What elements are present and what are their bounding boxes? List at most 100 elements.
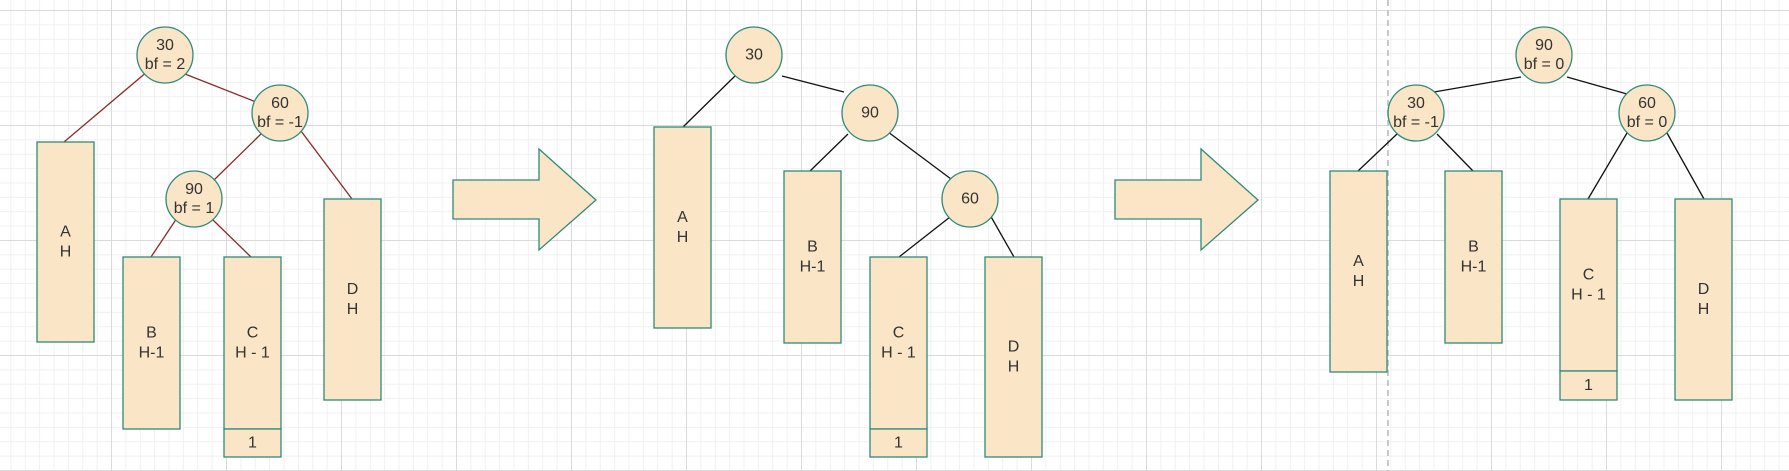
- edge: [808, 133, 849, 173]
- label-line: H-1: [800, 259, 826, 276]
- edge: [1587, 132, 1628, 200]
- edge: [1666, 132, 1705, 200]
- subtree-a: AH: [36, 141, 95, 343]
- edge: [887, 131, 952, 180]
- label-line: 60: [961, 191, 979, 208]
- label-line: 90: [1535, 37, 1553, 54]
- subtree-a: AH: [1329, 170, 1388, 373]
- label-line: B: [146, 325, 157, 342]
- extra-level-label: 1: [1584, 377, 1593, 394]
- subtree-c-extra: 1: [1559, 370, 1618, 401]
- subtree-rect: [223, 256, 282, 430]
- label-line: H - 1: [1571, 287, 1606, 304]
- edge: [212, 219, 252, 258]
- label-line: H: [1698, 301, 1710, 318]
- subtree-rect: [323, 198, 382, 401]
- edge: [1433, 76, 1522, 93]
- label-line: bf = -1: [1393, 114, 1439, 131]
- label-line: bf = -1: [257, 114, 303, 131]
- node-90: 90: [841, 84, 899, 142]
- label-line: bf = 0: [1627, 114, 1668, 131]
- label-line: H: [1008, 359, 1020, 376]
- extra-level-label: 1: [894, 435, 903, 452]
- node-30: 30 bf = -1: [1387, 84, 1445, 142]
- subtree-rect: [984, 256, 1043, 458]
- subtree-c-extra: 1: [869, 428, 928, 458]
- subtree-rect: [869, 256, 928, 430]
- label-line: A: [677, 209, 688, 226]
- label-line: B: [807, 239, 818, 256]
- subtree-rect: [783, 170, 842, 344]
- subtree-c-extra: 1: [223, 428, 282, 458]
- node-30: 30: [725, 26, 783, 84]
- label-line: 90: [861, 105, 879, 122]
- label-line: H - 1: [881, 345, 916, 362]
- node-circle: [725, 26, 783, 84]
- subtree-d: DH: [323, 198, 382, 401]
- label-line: H: [347, 301, 359, 318]
- extra-level-label: 1: [248, 435, 257, 452]
- edge: [989, 214, 1015, 258]
- label-line: C: [247, 325, 259, 342]
- subtree-rect: [1674, 198, 1733, 401]
- subtree-rect: [36, 141, 95, 343]
- label-line: D: [1008, 339, 1020, 356]
- node-circle: [1387, 84, 1445, 142]
- label-line: H: [677, 229, 689, 246]
- right-arrow-icon: [452, 147, 597, 252]
- edge: [682, 74, 737, 128]
- edge: [1357, 133, 1398, 172]
- node-60: 60 bf = 0: [1618, 84, 1676, 142]
- label-line: 90: [185, 181, 203, 198]
- edge: [1566, 76, 1628, 95]
- edge: [781, 75, 845, 93]
- label-line: 30: [156, 37, 174, 54]
- subtree-d: DH: [1674, 198, 1733, 401]
- label-line: 30: [745, 47, 763, 64]
- edge: [184, 73, 257, 103]
- label-line: bf = 0: [1524, 56, 1565, 73]
- label-line: H-1: [1461, 259, 1487, 276]
- label-line: A: [60, 224, 71, 241]
- label-line: A: [1353, 253, 1364, 270]
- label-line: 60: [271, 95, 289, 112]
- label-line: H: [1353, 273, 1365, 290]
- label-line: H: [60, 244, 72, 261]
- subtree-rect: [1559, 198, 1618, 372]
- edge: [898, 216, 951, 258]
- label-line: H-1: [139, 345, 165, 362]
- extra-level-rect: [223, 428, 282, 458]
- node-circle: [136, 26, 194, 84]
- label-line: H - 1: [235, 345, 270, 362]
- label-line: 30: [1407, 95, 1425, 112]
- label-line: 60: [1638, 95, 1656, 112]
- subtree-b: B H-1: [122, 256, 181, 430]
- node-circle: [251, 84, 309, 142]
- node-circle: [1515, 26, 1573, 84]
- label-line: D: [347, 281, 359, 298]
- node-90: 90 bf = 1: [165, 170, 223, 228]
- subtree-c: C H - 1: [869, 256, 928, 430]
- subtree-rect: [1444, 170, 1503, 344]
- label-line: C: [893, 325, 905, 342]
- label-line: bf = 1: [174, 200, 215, 217]
- node-circle: [165, 170, 223, 228]
- label-line: D: [1698, 281, 1710, 298]
- node-circle: [941, 170, 999, 228]
- extra-level-rect: [1559, 370, 1618, 401]
- node-circle: [841, 84, 899, 142]
- subtree-rect: [122, 256, 181, 430]
- subtree-a: AH: [653, 126, 712, 329]
- subtree-c: C H - 1: [223, 256, 282, 430]
- edge: [1436, 133, 1474, 172]
- subtree-b: B H-1: [783, 170, 842, 344]
- subtree-b: BH-1: [1444, 170, 1503, 344]
- right-arrow-icon: [1114, 147, 1259, 252]
- subtree-d: DH: [984, 256, 1043, 458]
- edge: [213, 132, 263, 181]
- node-60: 60 bf = -1: [251, 84, 309, 142]
- extra-level-rect: [869, 428, 928, 458]
- edge: [300, 130, 353, 200]
- node-60: 60: [941, 170, 999, 228]
